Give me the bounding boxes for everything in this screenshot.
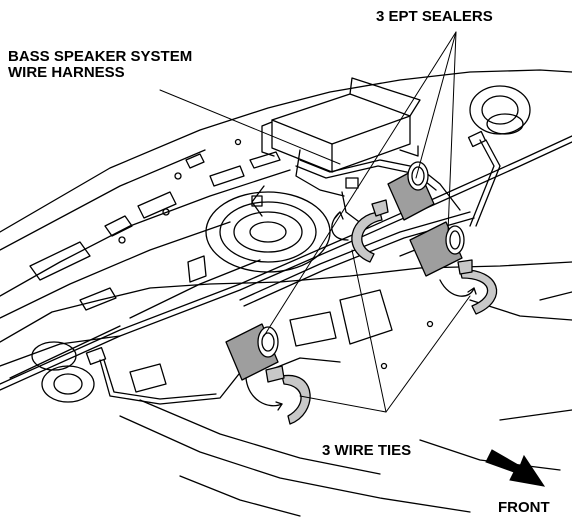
rear-shelf-panel	[0, 69, 572, 517]
wire-ties-label: 3 WIRE TIES	[322, 442, 412, 459]
front-label: FRONT	[498, 499, 550, 516]
ept-sealer-2	[409, 221, 465, 277]
wire-tie-3	[265, 365, 311, 425]
harness-label-line2: WIRE HARNESS	[8, 64, 125, 81]
front-direction-arrow-icon	[485, 449, 546, 487]
ept-sealer-1	[387, 161, 435, 221]
wire-tie-2	[457, 259, 498, 315]
wire-harness-bundle	[0, 130, 572, 405]
ept-sealers-label: 3 EPT SEALERS	[376, 8, 493, 25]
bass-amplifier-box	[261, 77, 421, 173]
wire-tie-1	[351, 199, 389, 263]
harness-label-line1: BASS SPEAKER SYSTEM	[8, 48, 193, 65]
wire-ties	[245, 199, 498, 425]
ept-sealers	[225, 161, 465, 381]
ept-sealer-3	[225, 323, 279, 381]
harness-label: BASS SPEAKER SYSTEM WIRE HARNESS	[8, 49, 192, 81]
leader-lines	[159, 31, 471, 413]
